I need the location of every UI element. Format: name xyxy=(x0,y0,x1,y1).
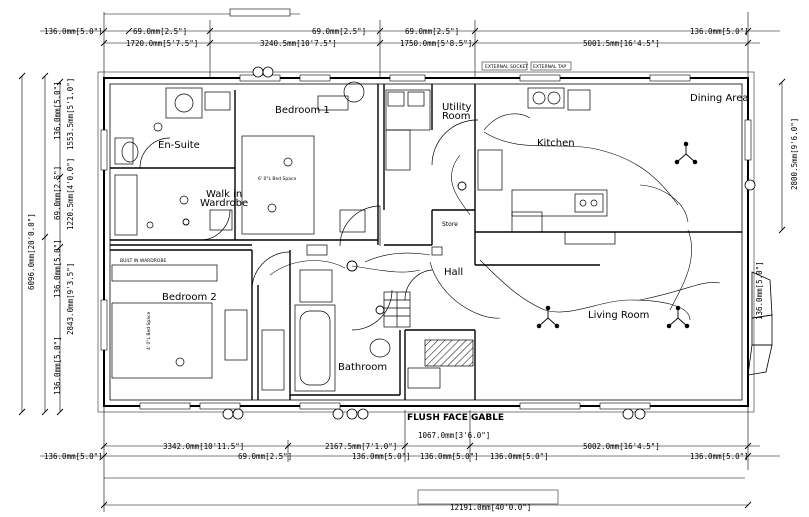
room-label-bathroom: Bathroom xyxy=(338,362,387,373)
room-label-utility-2: Room xyxy=(442,111,470,122)
flush-face-gable-note: FLUSH FACE GABLE xyxy=(407,413,504,423)
bath xyxy=(294,304,336,392)
bottom-edge-right-dim: 136.0mm[5.0"] xyxy=(690,452,749,461)
bottom-seg3-dim: 1067.0mm[3'6.0"] xyxy=(418,431,490,440)
top-dimension-labels: 136.0mm[5.0"] 69.0mm[2.5"] 1720.0mm[5'7.… xyxy=(44,27,749,48)
room-labels: Bedroom 1 En-Suite Walk in Wardrobe Util… xyxy=(158,93,748,373)
top-seg4a-dim: 69.0mm[2.5"] xyxy=(405,27,459,36)
dimension-frame xyxy=(21,8,783,512)
bed-space-2-note: 4' 0"L Bed Space xyxy=(146,312,152,350)
electrical-wiring xyxy=(269,113,721,321)
bay-window xyxy=(747,271,773,376)
bottom-edge-mid3-dim: 136.0mm[5.0"] xyxy=(420,452,479,461)
left-c-dim: 69.0mm[2.5"] xyxy=(53,166,62,220)
hatched-cupboard xyxy=(424,339,474,367)
room-label-store: Store xyxy=(442,221,458,228)
right-a-dim: 2800.5mm[9'6.0"] xyxy=(790,118,799,190)
light-fittings xyxy=(182,141,698,329)
top-seg4b-dim: 1750.0mm[5'8.5"] xyxy=(400,39,472,48)
furniture xyxy=(111,81,616,392)
exterior-walls xyxy=(97,71,755,413)
bottom-seg2-dim: 2167.5mm[7'1.0"] xyxy=(325,442,397,451)
left-b-dim: 1553.5mm[5'1.0"] xyxy=(66,78,75,150)
built-in-wardrobe-note: BUILT IN WARDROBE xyxy=(120,258,167,264)
left-dimension-labels: 6096.0mm[20'0.0"] 136.0mm[5.0"] 1553.5mm… xyxy=(27,78,75,395)
bottom-edge-left-dim: 136.0mm[5.0"] xyxy=(44,452,103,461)
bottom-edge-mid4-dim: 136.0mm[5.0"] xyxy=(490,452,549,461)
bottom-dimension-labels: 3342.0mm[10'11.5"] 2167.5mm[7'1.0"] 1067… xyxy=(44,431,749,512)
left-f-dim: 2843.0mm[9'3.5"] xyxy=(66,263,75,335)
left-overall-dim: 6096.0mm[20'0.0"] xyxy=(27,213,36,290)
room-label-walkin-2: Wardrobe xyxy=(200,198,248,209)
left-g-dim: 136.0mm[5.0"] xyxy=(53,336,62,395)
room-label-hall: Hall xyxy=(444,267,463,278)
electrical-symbols xyxy=(222,66,756,420)
doors xyxy=(139,119,479,331)
right-dimension-labels: 2800.5mm[9'6.0"] 136.0mm[5.0"] xyxy=(755,118,799,320)
double-bed-2 xyxy=(111,302,213,379)
top-edge-right-dim: 136.0mm[5.0"] xyxy=(690,27,749,36)
room-label-utility-1: Utility xyxy=(442,102,471,113)
note-boxes xyxy=(417,61,572,505)
room-label-living: Living Room xyxy=(588,310,649,321)
bottom-overall-dim: 12191.0mm[40'0.0"] xyxy=(450,503,531,512)
external-socket-note: EXTERNAL SOCKET xyxy=(485,64,528,70)
double-bed-1 xyxy=(241,135,315,235)
room-label-dining: Dining Area xyxy=(690,93,748,104)
interior-walls xyxy=(110,84,742,400)
left-d-dim: 1220.5mm[4'0.0"] xyxy=(66,158,75,230)
room-label-bedroom1: Bedroom 1 xyxy=(275,105,330,116)
left-e-dim: 136.0mm[5.0"] xyxy=(53,239,62,298)
room-label-walkin-1: Walk in xyxy=(206,189,242,200)
top-seg5-dim: 5001.5mm[16'4.5"] xyxy=(583,39,660,48)
room-label-kitchen: Kitchen xyxy=(537,138,575,149)
bed-space-1-note: 6' 0"L Bed Space xyxy=(258,176,296,182)
external-tap-note: EXTERNAL TAP xyxy=(533,64,566,70)
bottom-seg1-dim: 3342.0mm[10'11.5"] xyxy=(163,442,244,451)
dimension-ticks xyxy=(18,27,786,509)
notes: FLUSH FACE GABLE 6' 0"L Bed Space 4' 0"L… xyxy=(120,64,566,423)
top-edge-left-dim: 136.0mm[5.0"] xyxy=(44,27,103,36)
left-a-dim: 136.0mm[5.0"] xyxy=(53,81,62,140)
bottom-edge-mid2-dim: 136.0mm[5.0"] xyxy=(352,452,411,461)
top-seg3a-dim: 69.0mm[2.5"] xyxy=(312,27,366,36)
room-label-bedroom2: Bedroom 2 xyxy=(162,292,217,303)
bottom-seg4-dim: 5002.0mm[16'4.5"] xyxy=(583,442,660,451)
windows xyxy=(100,74,752,410)
room-label-ensuite: En-Suite xyxy=(158,140,200,151)
top-seg1a-dim: 69.0mm[2.5"] xyxy=(133,27,187,36)
bottom-edge-mid1-dim: 69.0mm[2.5"] xyxy=(238,452,292,461)
top-seg2-dim: 3240.5mm[10'7.5"] xyxy=(260,39,337,48)
top-seg1b-dim: 1720.0mm[5'7.5"] xyxy=(126,39,198,48)
right-b-dim: 136.0mm[5.0"] xyxy=(755,261,764,320)
